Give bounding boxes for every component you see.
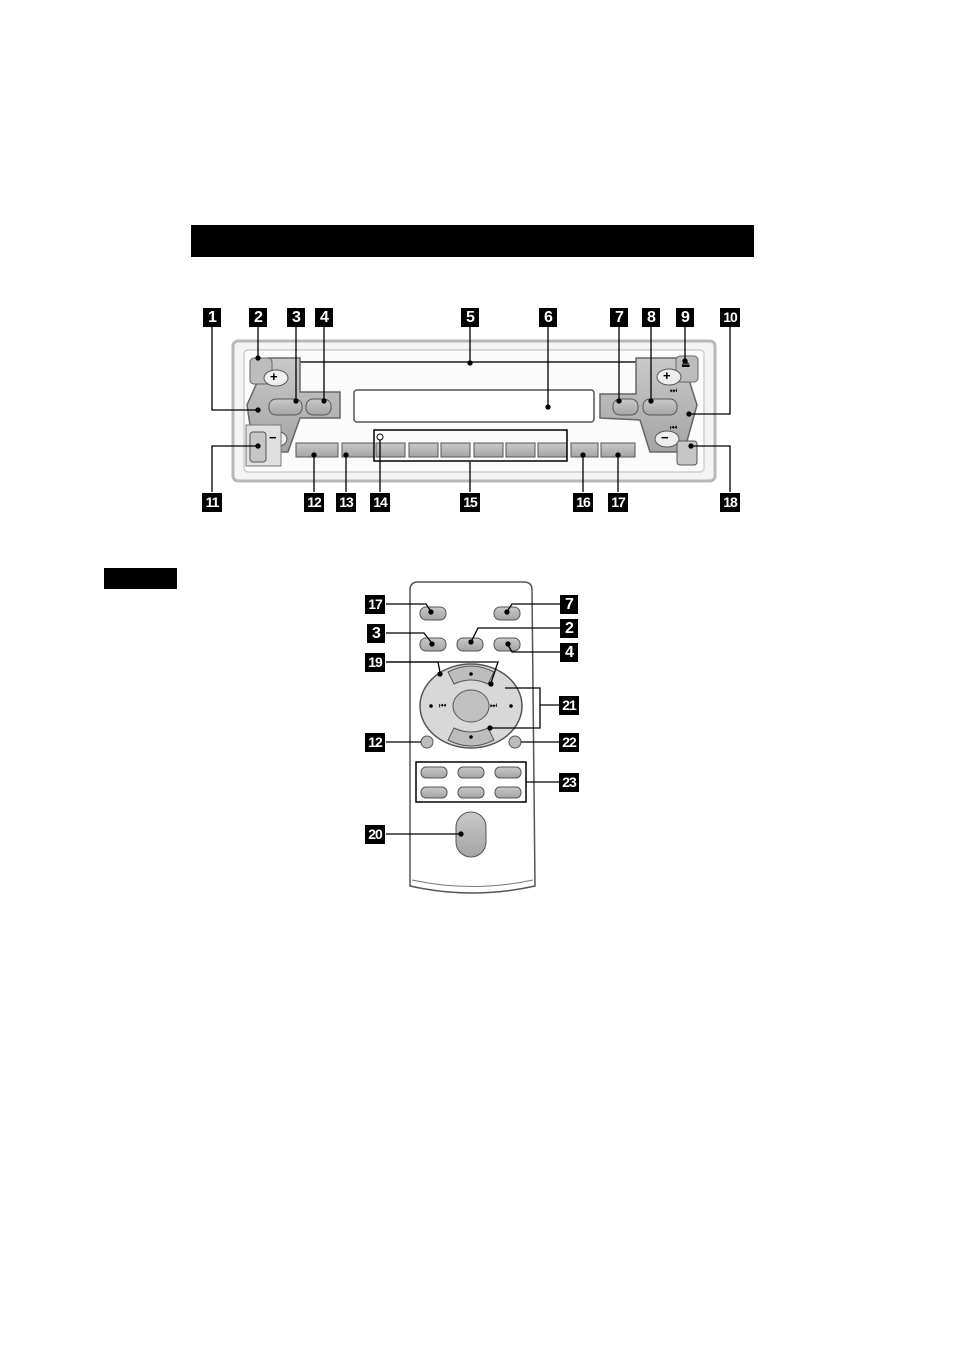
eject-button-shape [675,355,699,383]
remote-pad-center [452,689,490,723]
right-side-button [676,440,698,466]
unit-leader-lines [211,326,731,492]
remote-btn-att [508,735,522,749]
callout-11: 11 [202,493,222,512]
seek-forward-icon[interactable]: ⏭ [670,386,678,395]
callout-3: 3 [287,308,305,327]
remote-bottom-curve [411,879,534,887]
callout-15: 15 [460,493,480,512]
remote-callout-3: 3 [367,624,385,643]
remote-preset-buttons [420,766,522,799]
btn-4-shape [305,398,332,416]
callout-14: 14 [370,493,390,512]
right-plus-icon[interactable]: + [663,368,671,383]
remote-callout-7: 7 [560,595,578,614]
callout-7: 7 [610,308,628,327]
callout-17: 17 [608,493,628,512]
remote-next-icon[interactable]: ⏭ [490,701,498,710]
remote-btn-dsp [420,735,434,749]
remote-callout-20: 20 [365,825,385,844]
seek-back-icon[interactable]: ⏮ [670,423,678,432]
btn-3-shape [268,398,303,416]
remote-callout-17: 17 [365,595,385,614]
left-plus-icon[interactable]: + [270,369,278,384]
callout-1: 1 [203,308,221,327]
callout-2: 2 [249,308,267,327]
callout-8: 8 [642,308,660,327]
remote-callout-23: 23 [559,773,579,792]
callout-16: 16 [573,493,593,512]
remote-callout-21: 21 [559,696,579,715]
btn-8-shape [642,398,678,416]
remote-leader-lines [386,603,560,837]
callout-5: 5 [461,308,479,327]
remote-callout-19: 19 [365,653,385,672]
remote-section-tab [104,568,177,589]
bottom-button-row [295,442,636,458]
remote-callout-2: 2 [560,619,578,638]
remote-callout-22: 22 [559,733,579,752]
callout-4: 4 [315,308,333,327]
remote-prev-icon[interactable]: ⏮ [439,701,447,710]
left-plus-button-shape [263,369,289,387]
right-plus-button-shape [656,368,682,386]
callout-13: 13 [336,493,356,512]
section-title-bar [191,225,754,257]
callout-12: 12 [304,493,324,512]
remote-btn-sound [456,637,484,652]
preset-group-bracket [373,429,568,462]
left-minus-icon[interactable]: − [269,430,277,445]
right-minus-button-shape [654,430,680,448]
callout-9: 9 [676,308,694,327]
callout-18: 18 [720,493,740,512]
eject-icon[interactable]: ⏏ [681,359,691,370]
display-window [353,389,595,423]
remote-callout-4: 4 [560,643,578,662]
right-minus-icon[interactable]: − [661,430,669,445]
callout-6: 6 [539,308,557,327]
callout-10: 10 [720,308,740,327]
remote-callout-12: 12 [365,733,385,752]
